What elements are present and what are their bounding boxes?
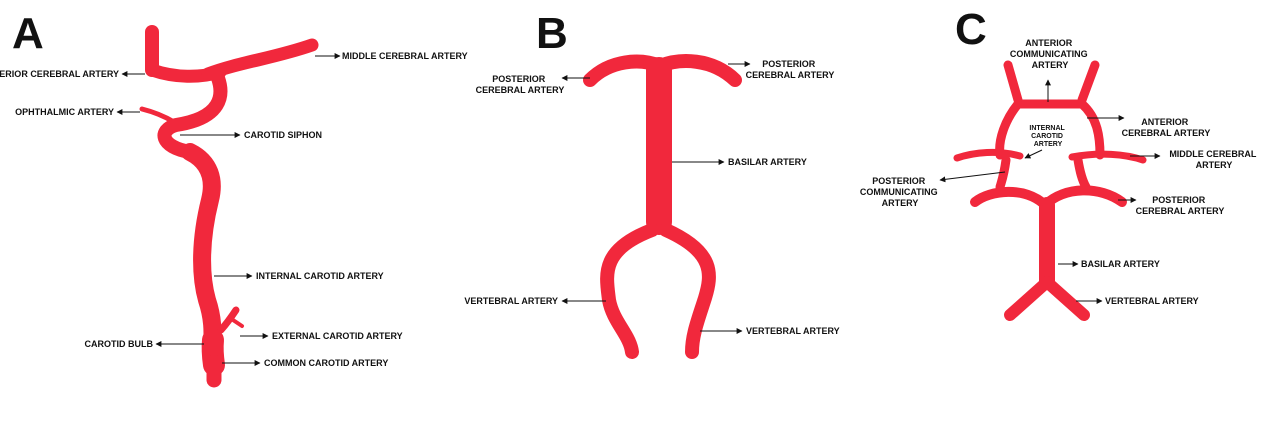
anterior-cerebral-right-vessel	[1077, 60, 1100, 105]
middle-cerebral-vessel	[1068, 150, 1147, 164]
middle-cerebral-vessel	[201, 38, 319, 81]
label-ophthalmic-artery: OPHTHALMIC ARTERY	[15, 107, 114, 117]
label-vertebral-artery-right: VERTEBRAL ARTERY	[746, 326, 840, 336]
label-posterior-cerebral-artery-right: POSTERIOR CEREBRAL ARTERY	[746, 59, 835, 80]
panel-b-pointers	[561, 61, 751, 334]
panel-c-letter: C	[955, 5, 987, 54]
label-middle-cerebral-artery: MIDDLE CEREBRAL ARTERY	[1169, 149, 1258, 170]
label-anterior-communicating-artery: ANTERIOR COMMUNICATING ARTERY	[1010, 38, 1090, 70]
posterior-communicating-arrow	[939, 171, 1006, 183]
label-vertebral-artery: VERTEBRAL ARTERY	[1105, 296, 1199, 306]
internal-carotid-left-vessel	[953, 148, 1024, 162]
label-internal-carotid-artery: INTERNAL CAROTID ARTERY	[1029, 125, 1066, 148]
panel-a: A MIDDLE CEREBRAL ARTERY ANTERIOR	[0, 9, 468, 388]
label-carotid-bulb: CAROTID BULB	[85, 339, 154, 349]
label-carotid-siphon: CAROTID SIPHON	[244, 130, 322, 140]
label-basilar-artery: BASILAR ARTERY	[1081, 259, 1160, 269]
label-vertebral-artery-left: VERTEBRAL ARTERY	[464, 296, 558, 306]
vertebral-artery-left-vessel	[600, 223, 659, 359]
label-internal-carotid-artery: INTERNAL CAROTID ARTERY	[256, 271, 384, 281]
posterior-cerebral-right-vessel	[1040, 185, 1127, 210]
anterior-cerebral-left-vessel	[1003, 60, 1023, 105]
vertebral-left-vessel	[1004, 276, 1053, 321]
circle-left-upper-vessel	[995, 99, 1023, 160]
label-basilar-artery: BASILAR ARTERY	[728, 157, 807, 167]
label-anterior-cerebral-artery: ANTERIOR CEREBRAL ARTERY	[0, 69, 119, 79]
vertebral-artery-right-vessel	[659, 223, 716, 359]
panel-a-vessels	[139, 25, 319, 388]
label-posterior-cerebral-artery-left: POSTERIOR CEREBRAL ARTERY	[476, 74, 565, 95]
panel-c: C	[860, 5, 1258, 321]
panel-b-letter: B	[536, 9, 568, 58]
label-middle-cerebral-artery: MIDDLE CEREBRAL ARTERY	[342, 51, 468, 61]
label-external-carotid-artery: EXTERNAL CAROTID ARTERY	[272, 331, 403, 341]
internal-carotid-arrow	[1024, 149, 1043, 159]
label-posterior-cerebral-artery: POSTERIOR CEREBRAL ARTERY	[1136, 195, 1225, 216]
panel-b-vessels	[583, 54, 742, 359]
label-common-carotid-artery: COMMON CAROTID ARTERY	[264, 358, 388, 368]
label-anterior-cerebral-artery: ANTERIOR CEREBRAL ARTERY	[1122, 117, 1211, 138]
posterior-communicating-right-vessel	[1073, 155, 1091, 192]
panel-a-labels: MIDDLE CEREBRAL ARTERY ANTERIOR CEREBRAL…	[0, 51, 468, 368]
vertebral-right-vessel	[1041, 276, 1090, 321]
panel-b-labels: POSTERIOR CEREBRAL ARTERY POSTERIOR CERE…	[464, 59, 839, 336]
circle-right-upper-vessel	[1077, 99, 1105, 160]
internal-carotid-vessel	[181, 143, 222, 354]
panel-c-pointers	[939, 79, 1161, 304]
panel-a-pointers	[116, 53, 341, 366]
posterior-cerebral-left-vessel	[970, 186, 1050, 210]
ophthalmic-vessel	[139, 106, 177, 125]
carotid-siphon-vessel	[157, 71, 228, 159]
label-posterior-communicating-artery: POSTERIOR COMMUNICATING ARTERY	[860, 176, 940, 208]
panel-c-vessels	[953, 60, 1147, 321]
panel-a-letter: A	[12, 9, 44, 58]
posterior-communicating-left-vessel	[995, 155, 1011, 192]
panel-b: B POSTERIOR CEREBRAL ARTERY POSTERIOR CE…	[464, 9, 840, 359]
external-carotid-branch	[228, 316, 244, 328]
panel-c-labels: ANTERIOR COMMUNICATING ARTERY ANTERIOR C…	[860, 38, 1258, 306]
